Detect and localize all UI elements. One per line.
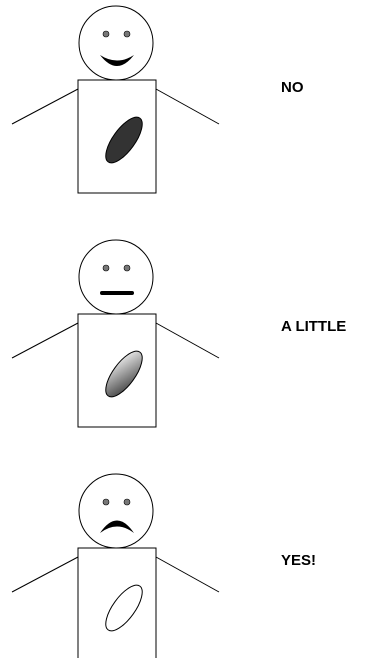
figure-neutral	[12, 240, 219, 427]
right-arm	[156, 89, 219, 124]
left-eye-icon	[103, 31, 109, 37]
label-yes: YES!	[281, 552, 316, 569]
figure-happy	[12, 6, 219, 193]
flat-mouth-icon	[100, 291, 134, 295]
figure-sad	[12, 474, 219, 658]
left-arm	[12, 557, 78, 592]
label-a-little: A LITTLE	[281, 318, 346, 335]
right-eye-icon	[124, 499, 130, 505]
right-arm	[156, 557, 219, 592]
label-no: NO	[281, 79, 304, 96]
left-eye-icon	[103, 499, 109, 505]
head	[79, 6, 153, 80]
left-arm	[12, 89, 78, 124]
right-eye-icon	[124, 265, 130, 271]
head	[79, 474, 153, 548]
left-arm	[12, 323, 78, 358]
right-arm	[156, 323, 219, 358]
head	[79, 240, 153, 314]
left-eye-icon	[103, 265, 109, 271]
right-eye-icon	[124, 31, 130, 37]
